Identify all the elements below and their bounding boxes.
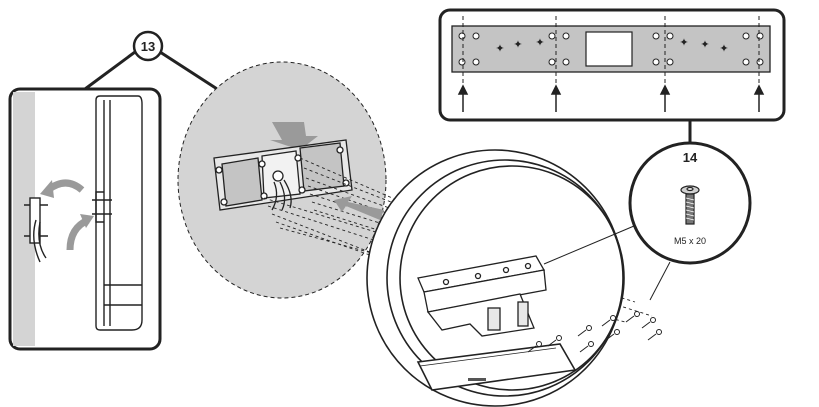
callout-13: 13: [132, 30, 164, 62]
bracket-mounting-holes: [458, 32, 764, 66]
svg-text:✦: ✦: [513, 38, 522, 51]
svg-text:✦: ✦: [495, 42, 504, 55]
callout-14-label: 14: [683, 150, 698, 165]
bracket-star-markers: ✦ ✦ ✦ ✦ ✦ ✦: [495, 36, 728, 55]
push-arrow-top: [270, 122, 318, 150]
move-arrow-upper: [40, 179, 85, 198]
svg-text:✦: ✦: [719, 42, 728, 55]
bracket-dash-guides: [462, 16, 760, 84]
bracket-up-arrows: [457, 84, 765, 112]
move-arrow-lower: [66, 214, 94, 251]
screw-detail-inset: 14 M5 x 20: [628, 120, 752, 265]
callout-13-label: 13: [141, 39, 155, 54]
wall-section: [13, 92, 35, 346]
bracket-top-view-inset: ✦ ✦ ✦ ✦ ✦ ✦: [438, 8, 786, 130]
bracket-center-cutout: [585, 31, 633, 67]
screw-spec-label: M5 x 20: [674, 236, 706, 246]
screw-icon: [680, 185, 700, 225]
screw-leader-line: [649, 261, 671, 301]
push-arrow-middle: [334, 196, 384, 220]
wall-bracket-plate: [213, 139, 353, 211]
wall-detail-inset: [8, 87, 162, 351]
svg-text:✦: ✦: [700, 38, 709, 51]
rail-leader-line: [543, 225, 635, 265]
svg-text:✦: ✦: [679, 36, 688, 49]
mirror-profile: [92, 95, 143, 331]
loose-screws: [527, 311, 662, 353]
svg-text:✦: ✦: [535, 36, 544, 49]
mirror-mounting-rail: [417, 255, 547, 337]
wall-bracket-side: [24, 197, 48, 263]
